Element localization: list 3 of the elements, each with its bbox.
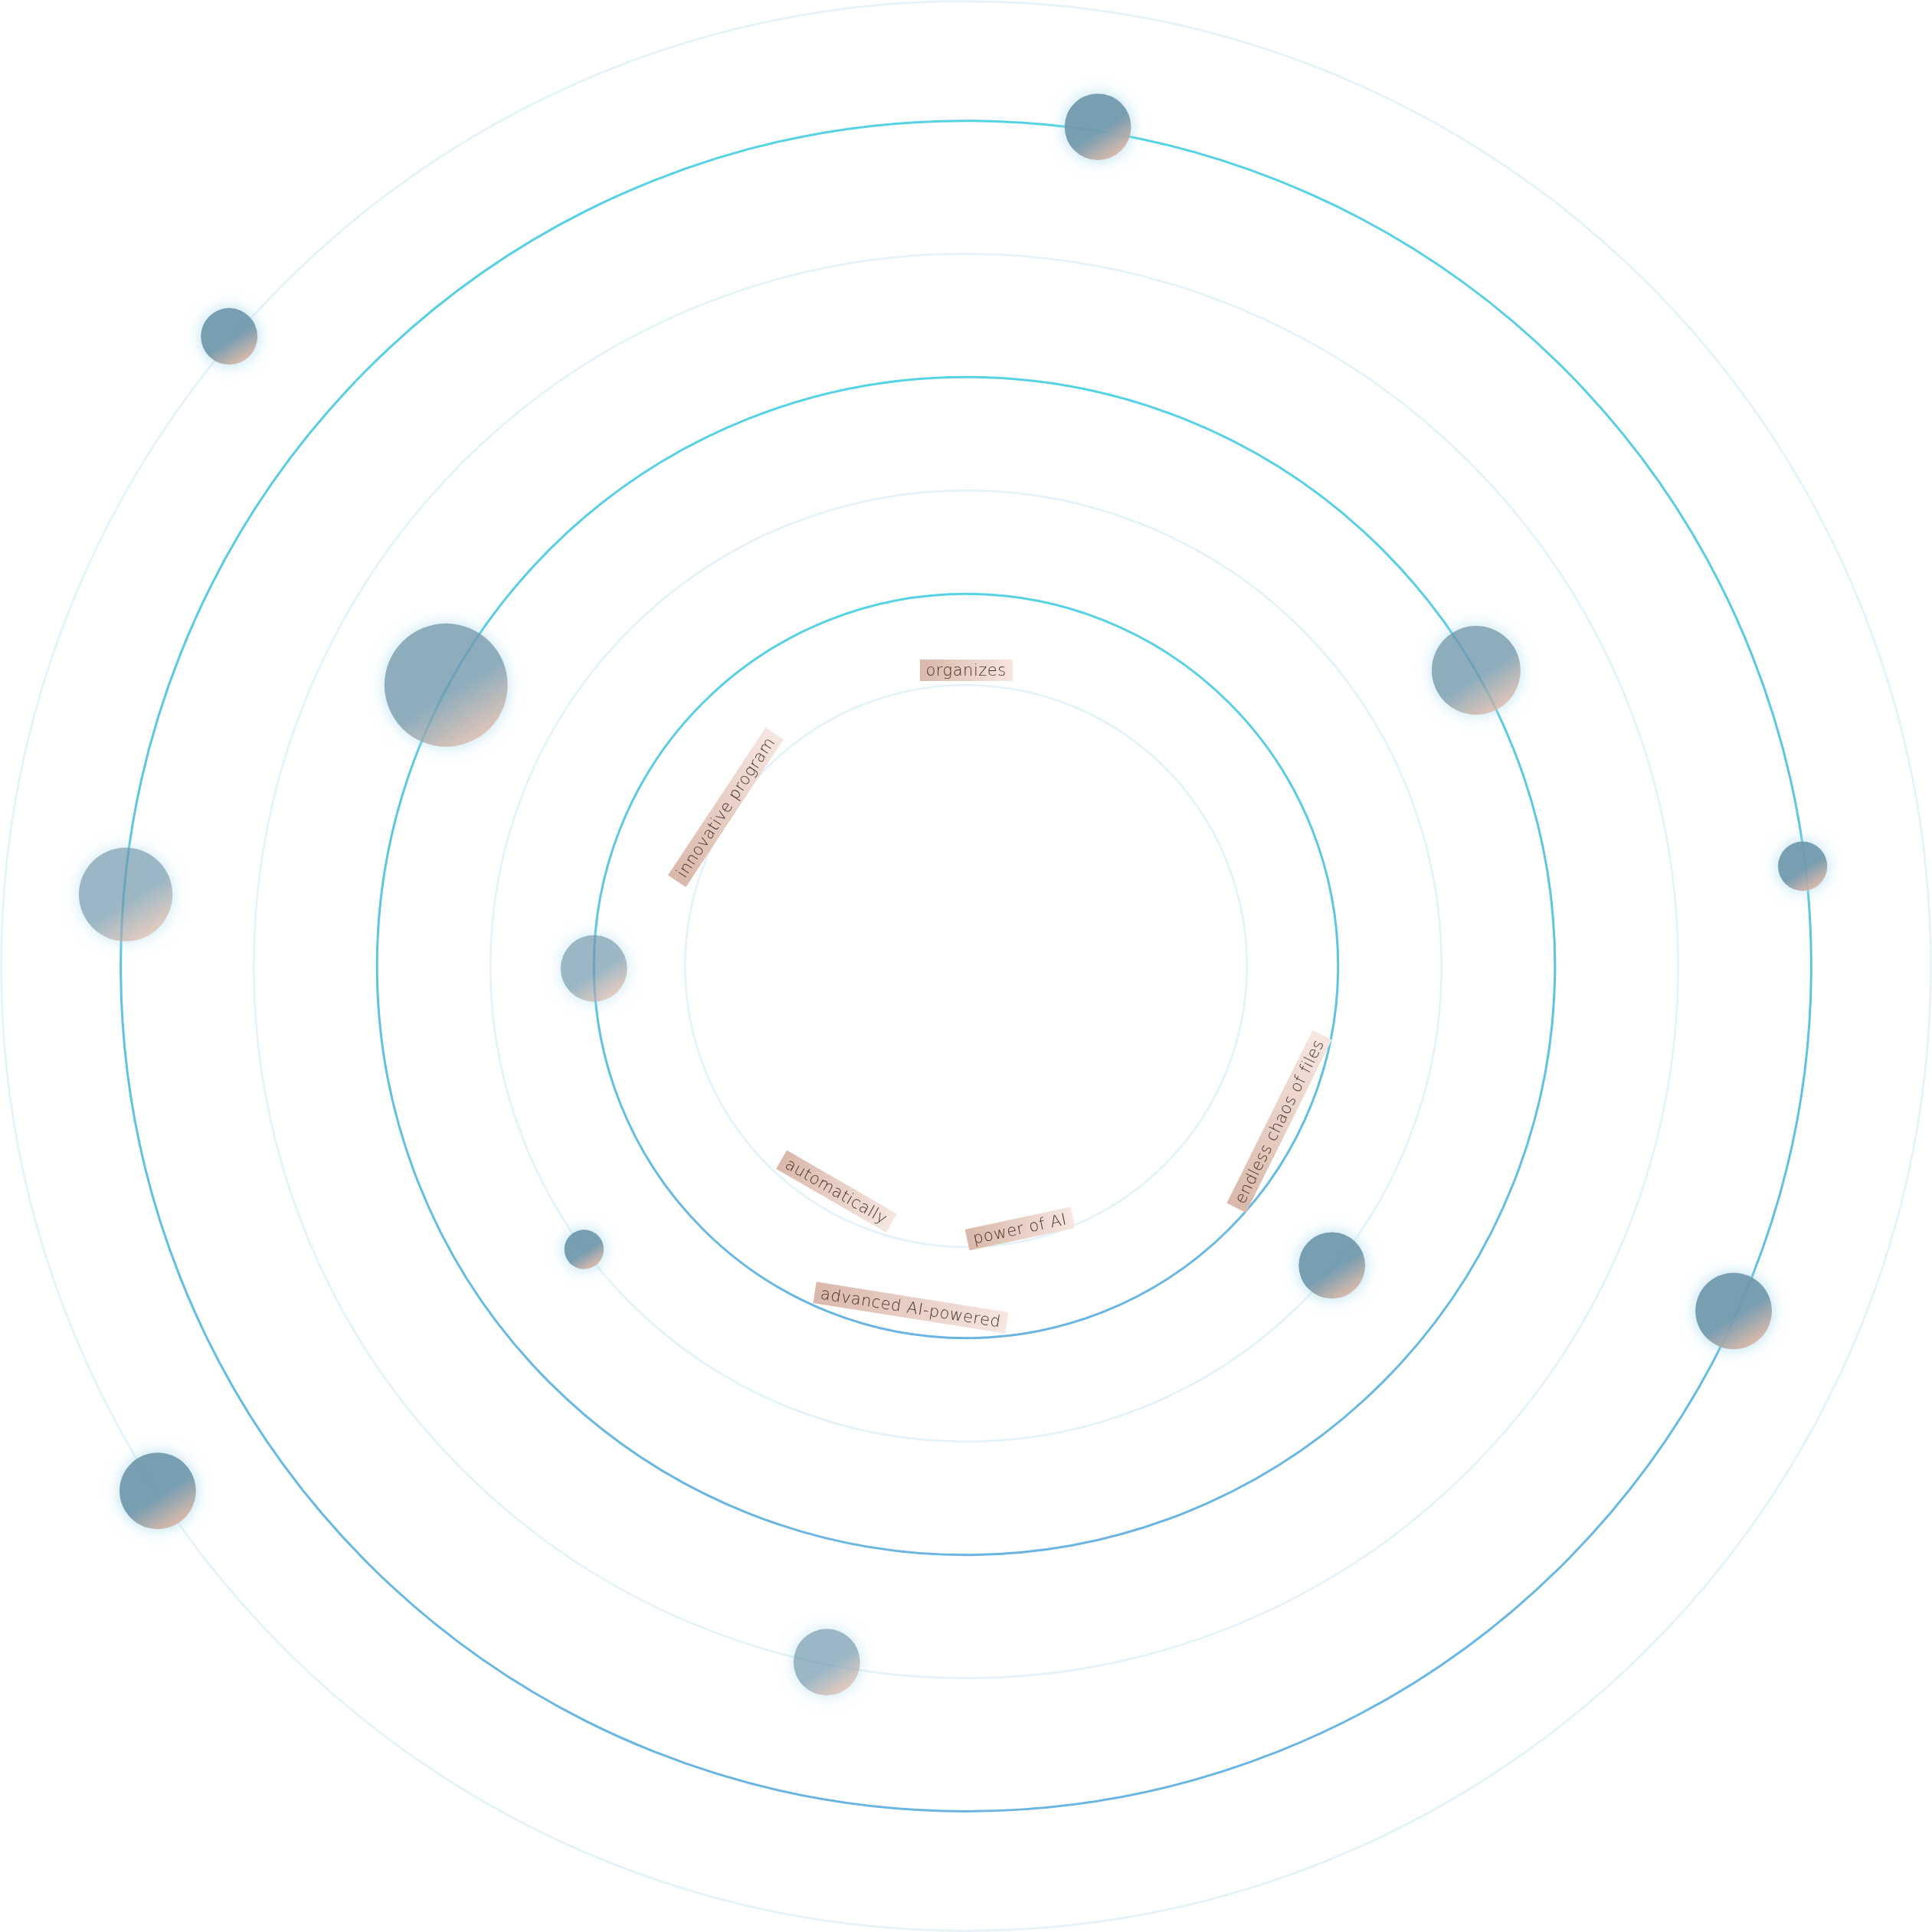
orbit-label: organizes (919, 659, 1013, 681)
orbit-label: advanced AI-powered (813, 1281, 1008, 1334)
orbit-label: power of AI (964, 1207, 1076, 1250)
